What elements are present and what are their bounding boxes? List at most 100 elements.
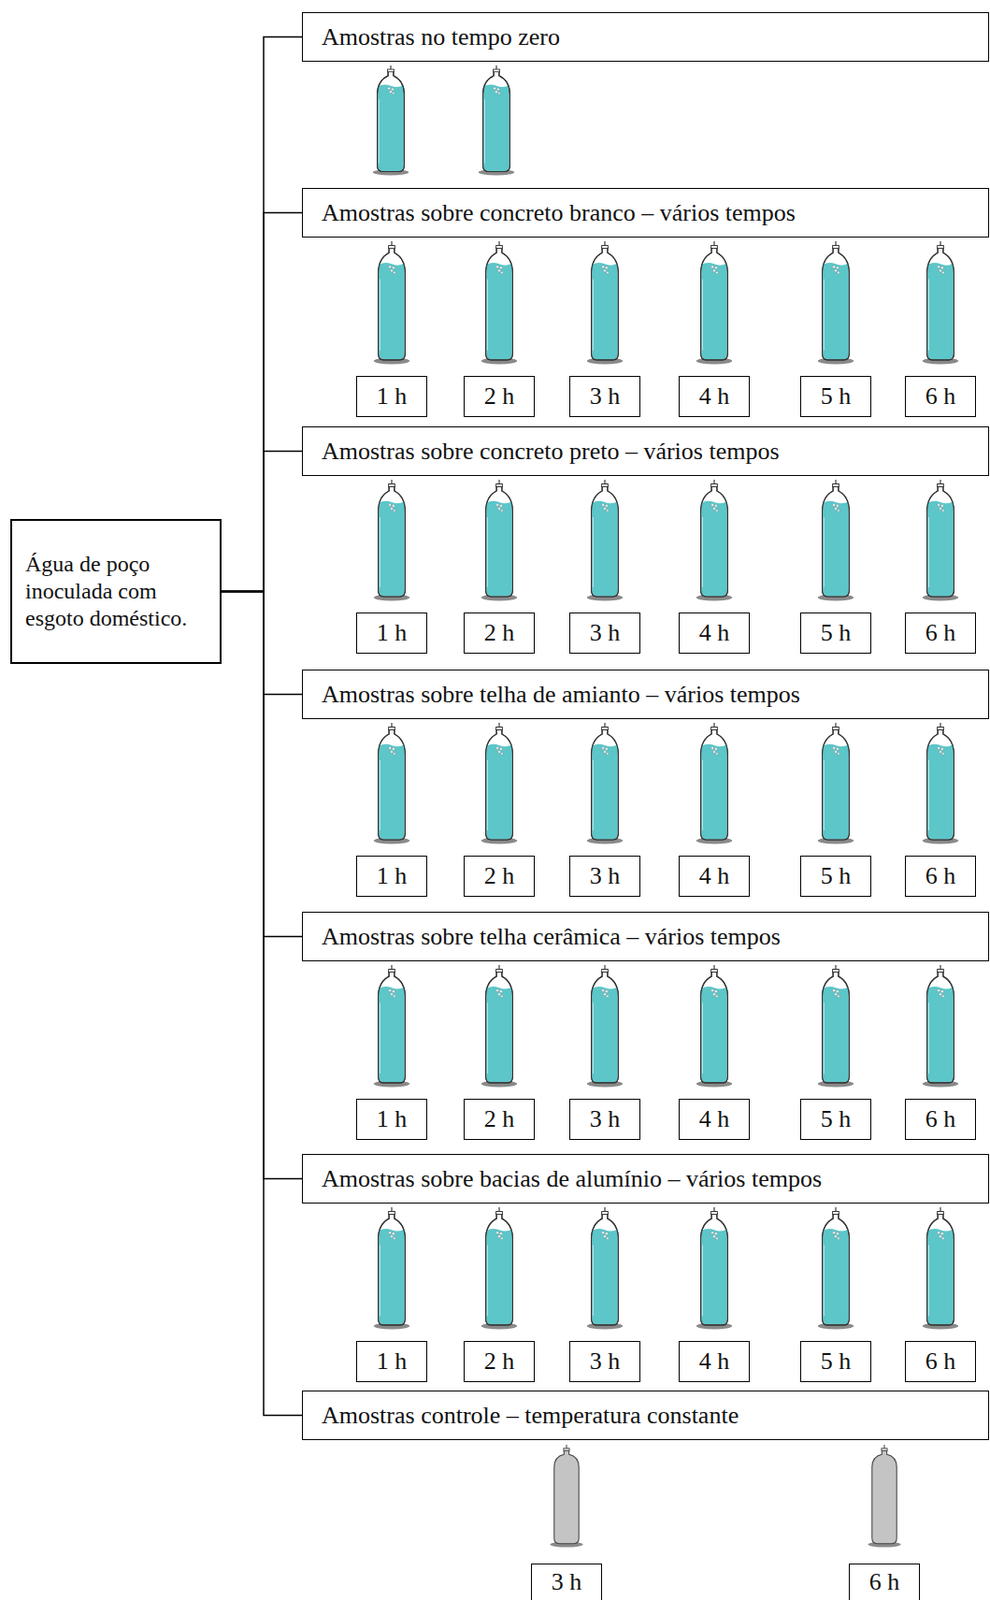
source-box: Água de poço inoculada com esgoto domést… — [10, 518, 222, 664]
sample-bottle — [481, 722, 517, 845]
box-label: Amostras controle – temperatura constant… — [321, 1400, 739, 1430]
sample-bottle — [817, 1206, 854, 1329]
sample-bottle — [373, 964, 410, 1087]
box-label: 1 h — [376, 860, 408, 890]
time-box: 1 h — [356, 1340, 428, 1382]
box-label: 3 h — [589, 381, 621, 411]
box-label: 2 h — [484, 381, 516, 411]
sample-bottle — [373, 1206, 410, 1329]
sample-bottle — [373, 65, 409, 176]
sample-bottle — [696, 479, 732, 602]
box-label: 1 h — [376, 381, 408, 411]
box-label: 3 h — [589, 860, 621, 890]
time-box: 1 h — [356, 375, 428, 417]
sample-bottle — [481, 964, 517, 1087]
bracket-connector — [221, 591, 302, 937]
time-box: 6 h — [904, 612, 976, 654]
box-label: 3 h — [551, 1566, 583, 1596]
time-box: 1 h — [356, 1098, 428, 1140]
time-box: 3 h — [569, 1098, 641, 1140]
time-box: 4 h — [678, 855, 750, 897]
time-box: 2 h — [463, 1098, 535, 1140]
time-box: 6 h — [904, 855, 976, 897]
box-label: 2 h — [484, 860, 516, 890]
time-box: 4 h — [678, 612, 750, 654]
box-label: 2 h — [484, 1104, 516, 1134]
box-label: 3 h — [589, 1346, 621, 1376]
sample-bottle — [481, 241, 517, 364]
sample-bottle — [587, 722, 623, 845]
box-label: 5 h — [820, 381, 852, 411]
sample-bottle — [478, 65, 515, 176]
sample-bottle — [817, 722, 854, 845]
sample-bottle — [373, 479, 410, 602]
bracket-connector — [221, 591, 302, 1179]
box-label: 1 h — [376, 1346, 408, 1376]
time-box: 3 h — [569, 1340, 641, 1382]
time-box: 1 h — [356, 612, 428, 654]
box-label: 4 h — [699, 617, 731, 647]
sample-bottle — [817, 241, 854, 364]
sample-bottle — [922, 1206, 959, 1329]
sample-bottle — [481, 479, 517, 602]
sample-bottle — [587, 964, 623, 1087]
sample-bottle — [922, 479, 959, 602]
box-label: 3 h — [589, 1104, 621, 1134]
sample-bottle — [696, 722, 732, 845]
time-box: 6 h — [904, 375, 976, 417]
time-box: 3 h — [569, 855, 641, 897]
box-label: Amostras sobre telha de amianto – vários… — [321, 679, 801, 709]
bracket-connector — [221, 591, 302, 1416]
box-label: Amostras sobre telha cerâmica – vários t… — [321, 921, 781, 951]
sample-bottle — [587, 479, 623, 602]
box-label: Água de poço inoculada com esgoto domést… — [25, 550, 211, 632]
box-label: 6 h — [925, 1104, 957, 1134]
box-label: Amostras sobre concreto preto – vários t… — [321, 436, 780, 466]
time-box: 4 h — [678, 1340, 750, 1382]
box-label: 6 h — [925, 1346, 957, 1376]
bracket-connector — [221, 451, 302, 592]
sample-bottle — [373, 241, 410, 364]
bracket-connector — [221, 213, 302, 592]
box-label: 4 h — [699, 381, 731, 411]
box-label: 6 h — [869, 1566, 901, 1596]
time-box: 5 h — [800, 612, 872, 654]
time-box: 2 h — [463, 612, 535, 654]
header-box: Amostras sobre bacias de alumínio – vári… — [301, 1153, 990, 1204]
box-label: 1 h — [376, 617, 408, 647]
bracket-connector — [221, 591, 302, 695]
header-box: Amostras controle – temperatura constant… — [301, 1390, 990, 1440]
header-box: Amostras sobre telha de amianto – vários… — [301, 669, 990, 719]
time-box: 2 h — [463, 375, 535, 417]
box-label: 4 h — [699, 1346, 731, 1376]
box-label: 5 h — [820, 1104, 852, 1134]
box-label: 2 h — [484, 1346, 516, 1376]
sample-bottle — [922, 241, 959, 364]
sample-bottle — [817, 964, 854, 1087]
time-box: 6 h — [848, 1563, 920, 1600]
header-box: Amostras sobre concreto preto – vários t… — [301, 426, 990, 476]
box-label: 6 h — [925, 617, 957, 647]
sample-bottle — [696, 241, 732, 364]
header-box: Amostras sobre concreto branco – vários … — [301, 187, 990, 238]
time-box: 3 h — [569, 375, 641, 417]
box-label: 5 h — [820, 860, 852, 890]
sample-bottle — [867, 1444, 901, 1548]
time-box: 3 h — [530, 1563, 603, 1600]
time-box: 1 h — [356, 855, 428, 897]
box-label: 4 h — [699, 860, 731, 890]
time-box: 4 h — [678, 1098, 750, 1140]
box-label: Amostras sobre bacias de alumínio – vári… — [321, 1163, 822, 1193]
sample-bottle — [922, 722, 959, 845]
header-box: Amostras sobre telha cerâmica – vários t… — [301, 911, 990, 962]
time-box: 3 h — [569, 612, 641, 654]
box-label: 4 h — [699, 1104, 731, 1134]
sample-bottle — [373, 722, 410, 845]
time-box: 6 h — [904, 1098, 976, 1140]
box-label: 3 h — [589, 617, 621, 647]
box-label: 1 h — [376, 1104, 408, 1134]
header-box: Amostras no tempo zero — [301, 12, 990, 62]
sample-bottle — [817, 479, 854, 602]
time-box: 4 h — [678, 375, 750, 417]
sample-bottle — [549, 1444, 583, 1548]
